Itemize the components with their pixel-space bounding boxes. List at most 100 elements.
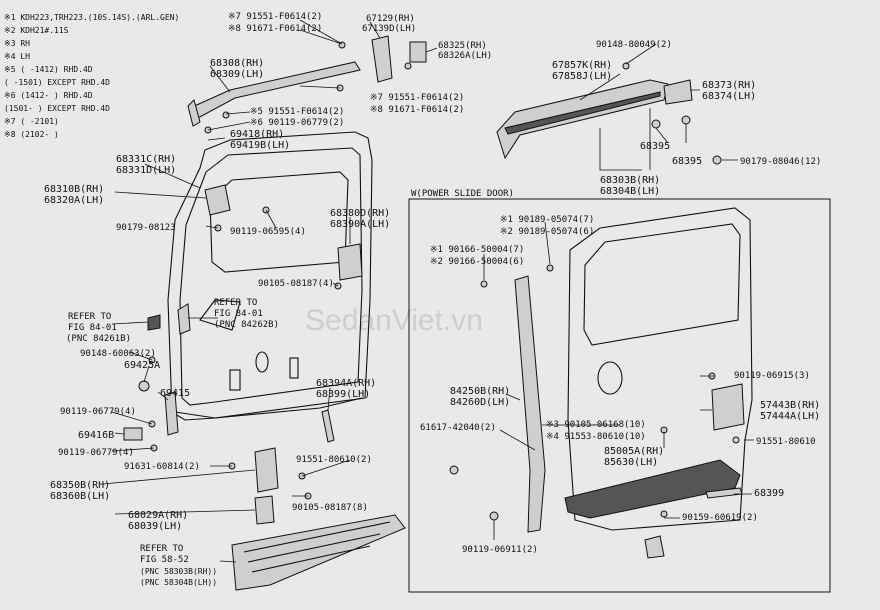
label: 68373(RH) [702, 80, 756, 91]
box-title: W(POWER SLIDE DOOR) [411, 189, 514, 199]
bolt [660, 510, 668, 518]
note-line: ( -1501) EXCEPT RHD.4D [4, 78, 110, 87]
label: 69415 [160, 388, 190, 399]
label: 68309(LH) [210, 69, 264, 80]
label: ※8 91671-F0614(2) [370, 105, 464, 115]
hinge-68350 [254, 447, 279, 493]
stopper-68325 [409, 41, 427, 63]
watermark: SedanViet.vn [305, 304, 483, 337]
door-hole [229, 369, 241, 391]
label: ※5 91551-F0614(2) [250, 107, 344, 117]
pwr-door-window [583, 223, 741, 346]
label: 68395 [640, 141, 670, 152]
label: 90105-08187(4) [258, 279, 334, 289]
door-panel-outline [167, 131, 373, 421]
label: 68399(LH) [316, 389, 370, 400]
label: ※1 90166-50004(7) [430, 245, 524, 255]
label: 90119-06779(4) [58, 448, 134, 458]
notes-block: ※1 KDH223,TRH223.(10S.14S).(ARL.GEN) ※2 … [4, 13, 179, 139]
label: 67857K(RH) [552, 60, 612, 71]
label: 68325(RH) [438, 41, 487, 51]
bolt [546, 264, 554, 272]
closer-85005 [564, 459, 741, 519]
pwr-door-hole [597, 361, 623, 395]
stopper-68395 [651, 119, 661, 129]
label: 68304B(LH) [600, 186, 660, 197]
note-line: (1501- ) EXCEPT RHD.4D [4, 104, 110, 113]
label: ※7 91551-F0614(2) [228, 12, 322, 22]
note-line: ※4 LH [4, 52, 30, 61]
label: 90179-08046(12) [740, 157, 821, 167]
handle-84261 [147, 314, 161, 331]
label: 68390A(LH) [330, 219, 390, 230]
label: 90119-06779(4) [60, 407, 136, 417]
note-line: ※2 KDH21#.11S [4, 26, 69, 35]
label: 90119-06915(3) [734, 371, 810, 381]
label: 69419B(LH) [230, 140, 290, 151]
label: 90159-60619(2) [682, 513, 758, 523]
label: ※4 91553-80610(10) [546, 432, 646, 442]
hinge-68029 [254, 495, 275, 525]
label: 67858J(LH) [552, 71, 612, 82]
handle-84262 [177, 303, 191, 335]
label: 68310B(RH) [44, 184, 104, 195]
label: 69418(RH) [230, 129, 284, 140]
part-labels: ※7 91551-F0614(2) ※8 91671-F0614(2) 6712… [44, 12, 821, 587]
bolt [622, 62, 630, 70]
note-line: ※6 (1412- ) RHD.4D [4, 91, 93, 100]
label: 91551-80610(2) [296, 455, 372, 465]
harness-84250 [514, 275, 546, 533]
label: 67139D(LH) [362, 24, 416, 34]
door-window-opening [209, 171, 349, 273]
label: ※7 91551-F0614(2) [370, 93, 464, 103]
label: 68029A(RH) [128, 510, 188, 521]
label: ※1 90189-05074(7) [500, 215, 594, 225]
note-line: ※3 RH [4, 39, 30, 48]
rear-rail-assembly [496, 43, 738, 171]
cable-end [644, 535, 665, 559]
label: 57443B(RH) [760, 400, 820, 411]
label: (PNC 84261B) [66, 334, 131, 344]
bolt [222, 111, 230, 119]
label: 69425A [124, 360, 160, 371]
label: 68399 [754, 488, 784, 499]
label: 90179-08123 [116, 223, 176, 233]
label: 68360B(LH) [50, 491, 110, 502]
bracket-69416 [123, 427, 143, 441]
bolt [732, 436, 740, 444]
roller-68310 [204, 184, 231, 216]
label: FIG 84-01 [68, 323, 117, 333]
lower-rail-58303 [231, 514, 406, 591]
label: ※3 90105-06168(10) [546, 420, 646, 430]
label: ※2 90189-05074(6) [500, 227, 594, 237]
label: 68320A(LH) [44, 195, 104, 206]
stopper-68395 [681, 115, 691, 125]
note-line: ※1 KDH223,TRH223.(10S.14S).(ARL.GEN) [4, 13, 179, 22]
label: 68374(LH) [702, 91, 756, 102]
bolt [489, 511, 499, 521]
label: 68331D(LH) [116, 165, 176, 176]
label: 90148-60063(2) [80, 349, 156, 359]
label: 84260D(LH) [450, 397, 510, 408]
door-hole [289, 357, 299, 379]
bolt [480, 280, 488, 288]
door-bottom-edge [174, 397, 363, 419]
label: 67129(RH) [366, 14, 415, 24]
label: 68303B(RH) [600, 175, 660, 186]
label: 68394A(RH) [316, 378, 376, 389]
rail-stripe [504, 91, 661, 135]
label: 68039(LH) [128, 521, 182, 532]
label: 91631-60814(2) [124, 462, 200, 472]
label: (PNC 58304B(LH)) [140, 578, 217, 587]
label: 90119-06911(2) [462, 545, 538, 555]
label: 68380D(RH) [330, 208, 390, 219]
power-slide-door [449, 207, 754, 559]
label: 90105-08187(8) [292, 503, 368, 513]
lock-69415 [164, 391, 179, 436]
label: 68395 [672, 156, 702, 167]
label: (PNC 58303B(RH)) [140, 567, 217, 576]
label: FIG 58-52 [140, 555, 189, 565]
label: 68331C(RH) [116, 154, 176, 165]
